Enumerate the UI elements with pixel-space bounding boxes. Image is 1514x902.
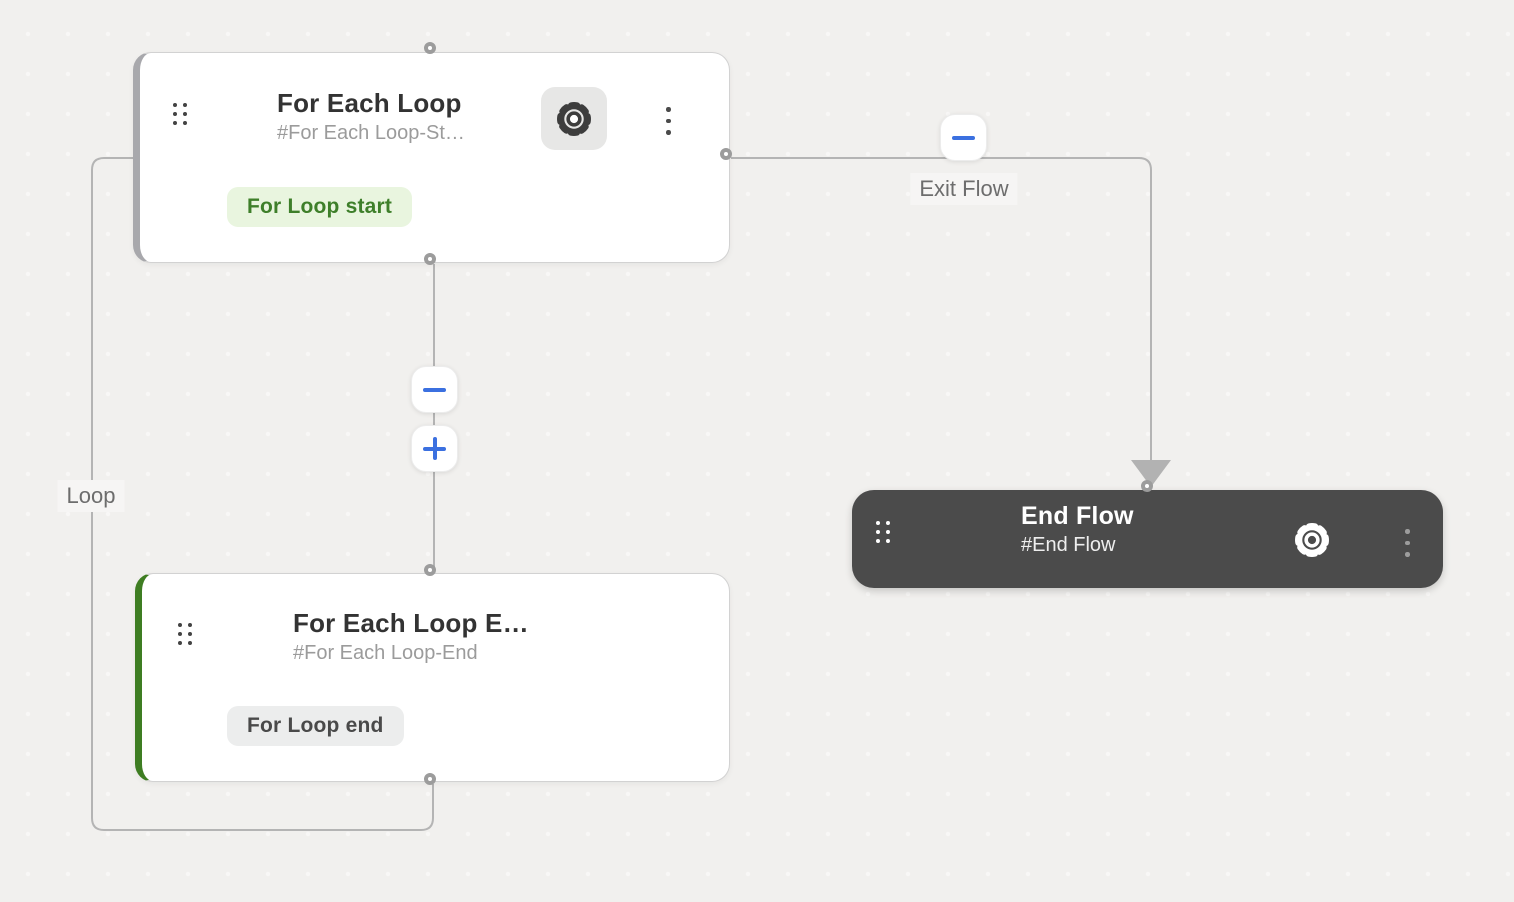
node-title: For Each Loop E… bbox=[293, 608, 529, 638]
node-subtitle: #For Each Loop-St… bbox=[277, 122, 465, 144]
plus-icon-vertical bbox=[432, 437, 437, 460]
node-end-flow[interactable] bbox=[852, 490, 1443, 588]
minus-icon bbox=[423, 387, 446, 392]
gear-icon bbox=[1295, 523, 1329, 557]
drag-handle-icon[interactable] bbox=[178, 623, 192, 645]
arrowhead-down-icon bbox=[1131, 460, 1171, 487]
node-for-each-loop-end[interactable] bbox=[135, 573, 730, 782]
port-endloop-bottom[interactable] bbox=[424, 773, 436, 785]
node-subtitle: #For Each Loop-End bbox=[293, 642, 478, 664]
node-title: For Each Loop bbox=[277, 88, 462, 118]
add-step-button[interactable] bbox=[411, 425, 458, 472]
gear-icon bbox=[557, 101, 591, 136]
node-start-titles: For Each Loop #For Each Loop-St… bbox=[277, 88, 465, 145]
port-start-bottom[interactable] bbox=[424, 253, 436, 265]
remove-exit-connection-button[interactable] bbox=[940, 114, 987, 161]
exit-flow-wire-label: Exit Flow bbox=[910, 173, 1018, 205]
port-endloop-top[interactable] bbox=[424, 564, 436, 576]
remove-step-button[interactable] bbox=[411, 366, 458, 413]
kebab-menu-icon[interactable] bbox=[1399, 523, 1416, 563]
port-start-right[interactable] bbox=[720, 148, 732, 160]
kebab-menu-icon[interactable] bbox=[660, 101, 677, 141]
settings-button[interactable] bbox=[541, 87, 607, 150]
status-badge-loop-start: For Loop start bbox=[227, 187, 413, 227]
node-endloop-titles: For Each Loop E… #For Each Loop-End bbox=[293, 608, 529, 665]
port-endflow-top[interactable] bbox=[1141, 480, 1153, 492]
loop-wire-label: Loop bbox=[57, 480, 125, 512]
minus-icon bbox=[952, 135, 975, 140]
exit-flow-wire bbox=[731, 157, 1152, 461]
node-for-each-loop-start[interactable] bbox=[133, 52, 730, 263]
node-endflow-titles: End Flow #End Flow bbox=[1021, 502, 1134, 557]
loop-back-wire bbox=[91, 157, 434, 831]
settings-button[interactable] bbox=[1288, 516, 1336, 564]
port-start-top[interactable] bbox=[424, 42, 436, 54]
drag-handle-icon[interactable] bbox=[173, 103, 187, 125]
node-subtitle: #End Flow bbox=[1021, 534, 1116, 556]
node-title: End Flow bbox=[1021, 502, 1134, 530]
status-badge-loop-end: For Loop end bbox=[227, 706, 404, 746]
drag-handle-icon[interactable] bbox=[876, 521, 890, 543]
